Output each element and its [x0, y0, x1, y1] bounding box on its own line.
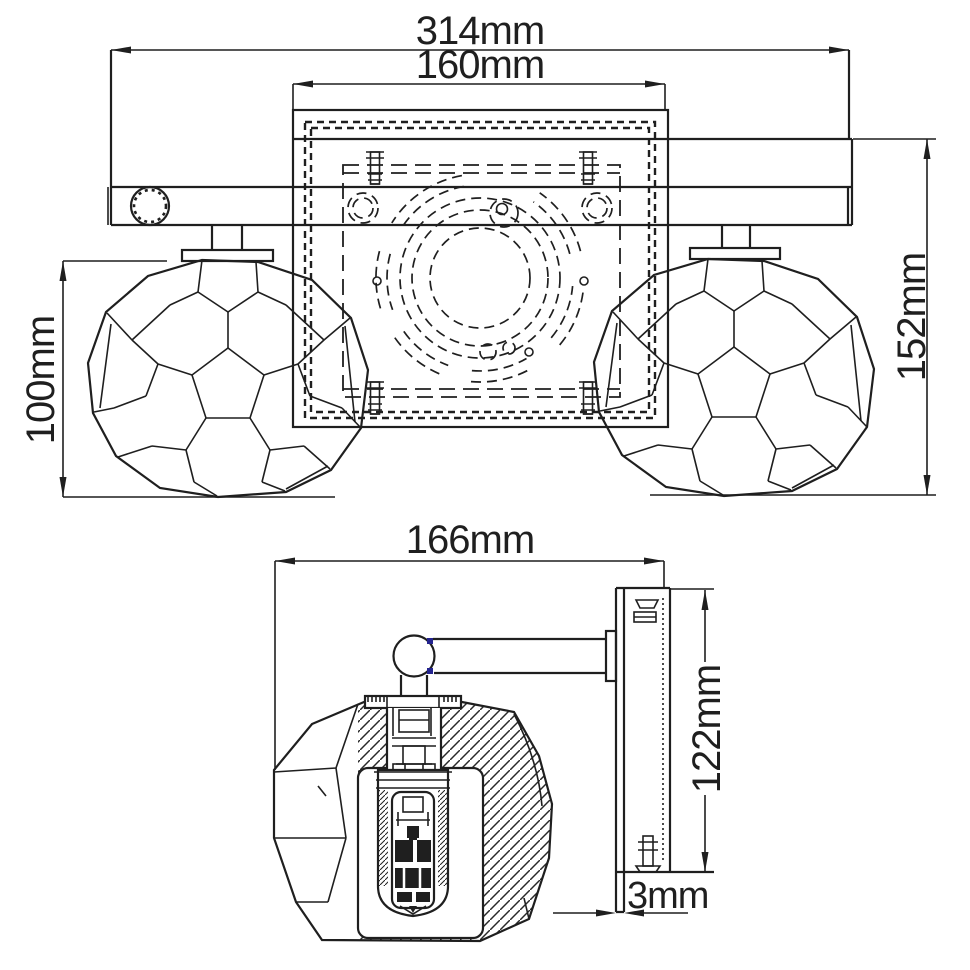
- dim-plate-thickness-label: 3mm: [627, 875, 708, 917]
- dim-shade-height: 100mm: [19, 260, 167, 497]
- screw-top-right: [578, 151, 598, 185]
- joint-accent-top: [427, 638, 433, 644]
- dim-backplate-height: 122mm: [670, 588, 729, 872]
- joint-accent-bottom: [427, 668, 433, 674]
- wall-backplate-side: [614, 586, 714, 914]
- mounting-ring-slots: [375, 174, 585, 383]
- dim-overall-width-label: 314mm: [416, 9, 544, 53]
- front-backplate: [291, 108, 670, 429]
- screw-bottom-right: [578, 381, 598, 415]
- dim-plate-thickness: 3mm: [553, 875, 709, 917]
- faceted-shade-left: [86, 258, 370, 499]
- front-bar: [107, 50, 854, 227]
- dim-backplate-height-label: 122mm: [685, 665, 729, 793]
- arm-and-ball-joint: [392, 629, 618, 697]
- dim-projection-depth: 166mm: [274, 518, 665, 770]
- screw-top-left: [365, 151, 385, 185]
- dim-backplate-width: 160mm: [292, 43, 666, 110]
- dim-overall-width: 314mm: [111, 9, 849, 54]
- screw-bottom-left: [365, 381, 385, 415]
- dim-backplate-width-label: 160mm: [416, 43, 544, 87]
- front-stems: [180, 225, 782, 263]
- shade-section-outline: [272, 700, 554, 943]
- faceted-shade-right: [592, 257, 876, 498]
- dim-overall-height: 152mm: [853, 138, 936, 495]
- dim-shade-height-label: 100mm: [19, 316, 63, 444]
- front-view: 314mm 160mm 152mm 100mm: [19, 9, 936, 499]
- dim-projection-depth-label: 166mm: [406, 518, 534, 562]
- side-view: 166mm 122mm 3mm: [272, 518, 729, 943]
- socket-assembly: [363, 694, 463, 918]
- dim-overall-height-label: 152mm: [890, 253, 934, 381]
